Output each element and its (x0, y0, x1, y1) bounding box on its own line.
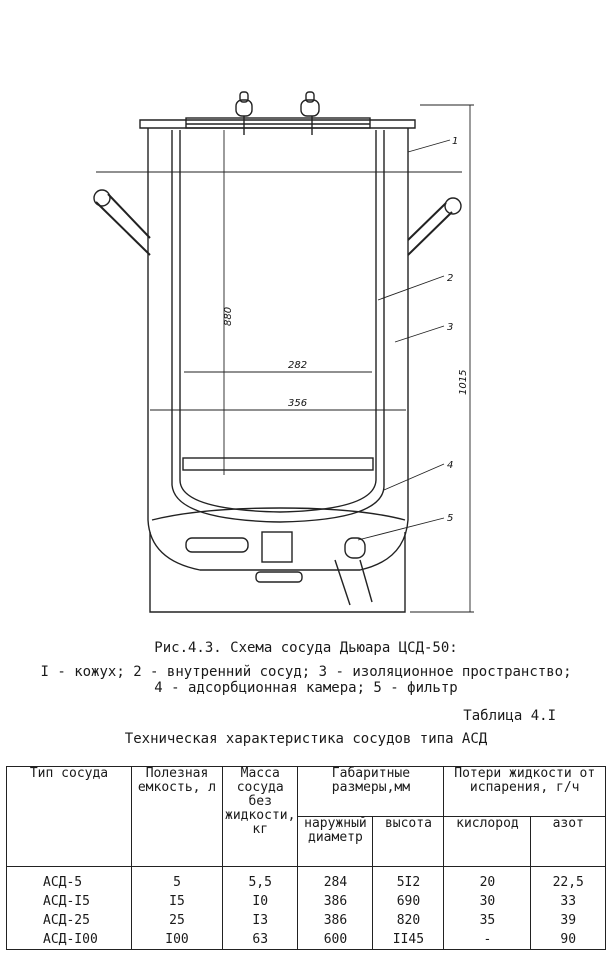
header-dimensions: Габаритные размеры,мм (297, 766, 445, 817)
cell-nitrogen: 39 (530, 911, 606, 930)
cell-height: II45 (372, 930, 445, 950)
table-row: АСД-5 5 5,5 284 5I2 20 22,5 (6, 866, 606, 892)
cell-type: АСД-I5 (6, 892, 132, 911)
dewar-vessel-diagram: 880 282 356 1015 1 2 3 4 5 (93, 91, 474, 613)
cell-oxygen: - (443, 930, 532, 950)
table-row: АСД-I5 I5 I0 386 690 30 33 (6, 892, 606, 911)
callout-2: 2 (447, 273, 453, 284)
table-row: АСД-I00 I00 63 600 II45 - 90 (6, 930, 606, 950)
dim-356-label: 356 (288, 398, 307, 409)
figure-legend-line1: I - кожух; 2 - внутренний сосуд; 3 - изо… (40, 664, 572, 680)
table-title: Техническая характеристика сосудов типа … (124, 731, 488, 747)
cell-mass: I0 (221, 892, 299, 911)
header-losses: Потери жидкости от испарения, г/ч (443, 766, 606, 817)
cell-capacity: I00 (131, 930, 223, 950)
dim-880-label: 880 (223, 307, 234, 326)
cell-diameter: 600 (297, 930, 374, 950)
cell-capacity: I5 (131, 892, 223, 911)
callout-5: 5 (447, 513, 453, 524)
cell-oxygen: 35 (443, 911, 532, 930)
cell-capacity: 5 (131, 866, 223, 892)
header-outer-diameter: наружный диаметр (297, 816, 374, 867)
header-type: Тип сосуда (6, 766, 132, 867)
table-row: АСД-25 25 I3 386 820 35 39 (6, 911, 606, 930)
outer-casing (147, 128, 409, 571)
cell-mass: 5,5 (221, 866, 299, 892)
cell-diameter: 386 (297, 911, 374, 930)
callout-4: 4 (447, 460, 453, 471)
cell-height: 690 (372, 892, 445, 911)
cell-mass: I3 (221, 911, 299, 930)
header-height: высота (372, 816, 445, 867)
cell-type: АСД-25 (6, 911, 132, 930)
cell-capacity: 25 (131, 911, 223, 930)
cell-nitrogen: 33 (530, 892, 606, 911)
cell-type: АСД-I00 (6, 930, 132, 950)
figure-caption-title: Рис.4.3. Схема сосуда Дьюара ЦСД-50: (154, 640, 458, 656)
callout-1: 1 (452, 136, 458, 147)
cell-height: 5I2 (372, 866, 445, 892)
cell-oxygen: 20 (443, 866, 532, 892)
cell-oxygen: 30 (443, 892, 532, 911)
inner-vessel (179, 130, 377, 513)
header-mass: Масса сосуда без жидкости, кг (221, 766, 299, 867)
spec-table: Тип сосуда Полезная емкость, л Масса сос… (6, 766, 606, 950)
callout-3: 3 (447, 322, 453, 333)
cell-nitrogen: 90 (530, 930, 606, 950)
cell-diameter: 386 (297, 892, 374, 911)
cell-nitrogen: 22,5 (530, 866, 606, 892)
cell-type: АСД-5 (6, 866, 132, 892)
cell-mass: 63 (221, 930, 299, 950)
header-capacity: Полезная емкость, л (131, 766, 223, 867)
header-oxygen: кислород (443, 816, 532, 867)
header-nitrogen: азот (530, 816, 606, 867)
cell-height: 820 (372, 911, 445, 930)
figure-legend-line2: 4 - адсорбционная камера; 5 - фильтр (154, 680, 458, 696)
table-number: Таблица 4.I (463, 708, 556, 724)
dim-282-label: 282 (288, 360, 307, 371)
cell-diameter: 284 (297, 866, 374, 892)
dim-1015-label: 1015 (458, 370, 469, 395)
